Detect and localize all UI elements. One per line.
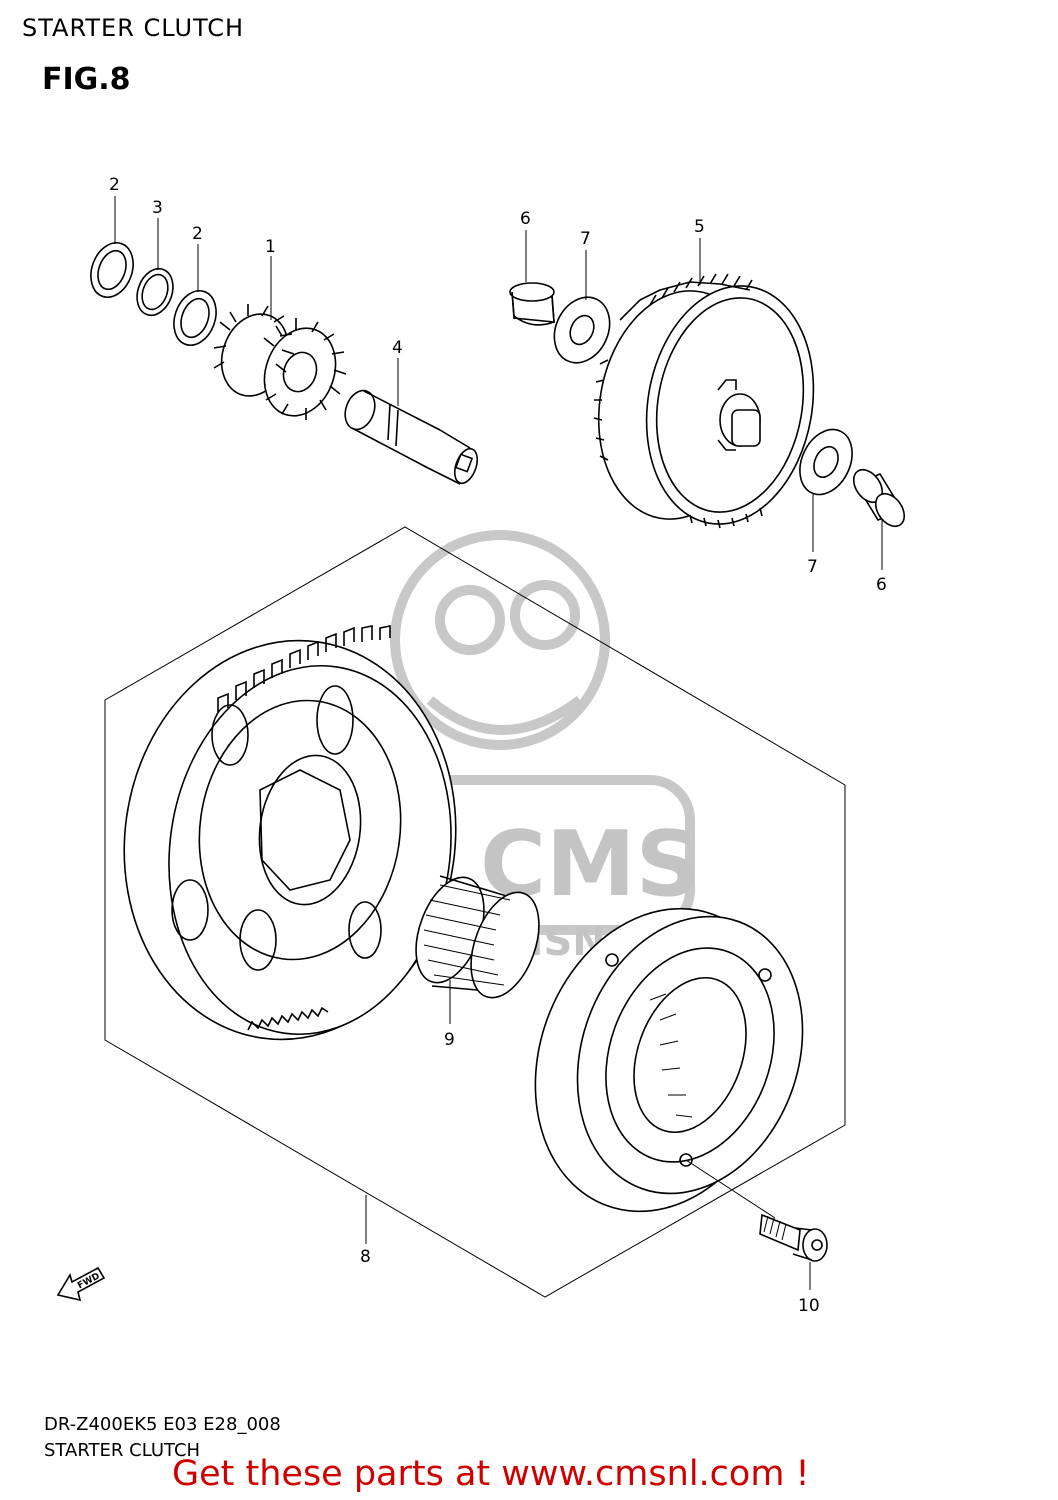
model-code: DR-Z400EK5 E03 E28_008 (44, 1414, 281, 1435)
callout-6b: 6 (876, 575, 887, 595)
leader-lines (114, 196, 883, 1290)
callout-2a: 2 (109, 175, 120, 195)
callout-7a: 7 (580, 229, 591, 249)
callout-6a: 6 (520, 209, 531, 229)
part-10-bolt (759, 1213, 828, 1262)
callout-3: 3 (152, 198, 163, 218)
part-1-gear (213, 304, 347, 420)
section-title: STARTER CLUTCH (44, 1440, 201, 1461)
part-2-washer-a (90, 242, 134, 298)
part-5-idle-gear (593, 273, 815, 529)
figure-label: FIG.8 (42, 62, 131, 97)
callouts: 2 3 2 1 4 6 7 5 7 6 9 8 10 (109, 175, 887, 1316)
callout-5: 5 (694, 217, 705, 237)
callout-9: 9 (444, 1030, 455, 1050)
part-2-washer-b (173, 290, 217, 346)
page-header: STARTER CLUTCH (22, 14, 245, 42)
cta-link[interactable]: Get these parts at www.cmsnl.com ! (172, 1454, 810, 1494)
part-7-washer-a (553, 296, 611, 364)
part-8-starter-clutch-gear (123, 625, 457, 1041)
callout-4: 4 (392, 338, 403, 358)
callout-1: 1 (265, 237, 276, 257)
part-4-shaft (344, 389, 479, 485)
part-8-one-way-clutch (534, 907, 804, 1213)
callout-8: 8 (360, 1247, 371, 1267)
callout-2b: 2 (192, 224, 203, 244)
fwd-arrow-icon: FWD (56, 1266, 106, 1302)
part-9-needle-bearing (415, 875, 540, 999)
part-6-bush-a (509, 282, 555, 326)
part-3-circlip (136, 267, 174, 317)
callout-10: 10 (798, 1296, 820, 1316)
assembly-frame (104, 526, 846, 1298)
part-6-bush-b (852, 468, 906, 528)
callout-7b: 7 (807, 557, 818, 577)
part-7-washer-b (799, 428, 853, 496)
